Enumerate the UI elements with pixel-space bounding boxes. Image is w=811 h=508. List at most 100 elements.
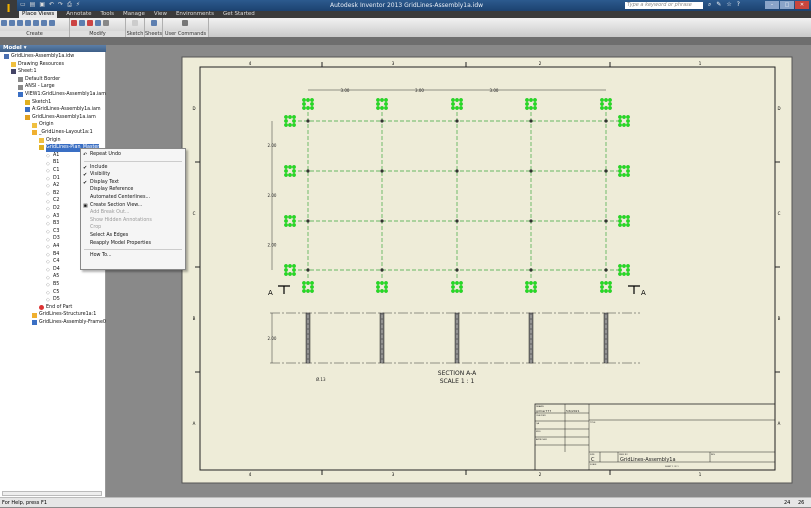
help-search-input[interactable]: Type a keyword or phrase (625, 2, 703, 9)
grid-bubble (455, 106, 459, 110)
tree-item[interactable]: ◇B4 (46, 251, 59, 259)
menu-item-select-as-edges[interactable]: Select As Edges (81, 232, 185, 240)
tree-item[interactable]: GridLines-Plan_Master (39, 144, 100, 152)
point-icon: ◇ (46, 183, 50, 190)
part-icon (32, 130, 37, 136)
tree-item[interactable]: VIEW1:GridLines-Assembly1a.iam (18, 91, 106, 99)
grid-bubble (451, 106, 455, 110)
tree-item[interactable]: ◇D5 (46, 296, 60, 304)
tree-item[interactable]: ◇D2 (46, 205, 60, 213)
menu-item-how-to[interactable]: How To... (81, 252, 185, 260)
tab-view[interactable]: View (153, 11, 167, 17)
tools-icon[interactable]: ✎ (716, 1, 722, 8)
tree-item[interactable]: ◇C1 (46, 167, 59, 175)
border-icon (18, 77, 23, 83)
tree-item[interactable]: GridLines-Assembly-Frame00 (32, 319, 109, 327)
save-icon[interactable]: ▣ (39, 1, 46, 8)
tree-item[interactable]: ◇C3 (46, 228, 59, 236)
new-icon[interactable]: ▭ (20, 1, 26, 8)
tree-item[interactable]: ◇A2 (46, 182, 59, 190)
grid-bubble (292, 115, 296, 119)
tab-tools[interactable]: Tools (100, 11, 115, 17)
tree-item[interactable]: ◇C5 (46, 289, 59, 297)
redo-icon[interactable]: ↷ (58, 1, 64, 8)
update-icon[interactable]: ⚡ (75, 1, 81, 8)
grid-intersection-point (604, 219, 608, 223)
tree-item[interactable]: ◇B2 (46, 190, 59, 198)
tree-item[interactable]: ◇A1 (46, 152, 59, 160)
open-icon[interactable]: ▤ (29, 1, 36, 8)
point-icon: ◇ (46, 229, 50, 236)
grid-bubble (306, 281, 310, 285)
tab-manage[interactable]: Manage (123, 11, 145, 17)
tree-item[interactable]: End of Part (39, 304, 72, 312)
help-icon[interactable]: ? (736, 1, 740, 8)
menu-item-automated-centerlines[interactable]: Automated Centerlines... (81, 194, 185, 202)
tree-item[interactable]: Sketch1 (25, 99, 51, 107)
tree-item[interactable]: ◇C4 (46, 258, 59, 266)
grid-intersection-point (529, 268, 533, 272)
tree-item[interactable]: ◇A3 (46, 213, 59, 221)
menu-item-repeat-undo[interactable]: ↶Repeat Undo (81, 151, 185, 159)
grid-bubble (376, 102, 380, 106)
tab-place-views[interactable]: Place Views (19, 11, 58, 18)
menu-item-add-break-out[interactable]: Add Break Out... (81, 209, 185, 217)
tree-item[interactable]: Origin (32, 121, 54, 129)
menu-item-reapply-model-properties[interactable]: Reapply Model Properties (81, 240, 185, 248)
menu-item-show-hidden-annotations[interactable]: Show Hidden Annotations (81, 217, 185, 225)
tree-item[interactable]: GridLines-Structure1a:1 (32, 311, 96, 319)
binoculars-icon[interactable]: ⌕ (708, 1, 712, 8)
tree-item[interactable]: A:GridLines-Assembly1a.iam (25, 106, 101, 114)
print-icon[interactable]: ⎙ (67, 1, 72, 8)
drawn-by: gdmsr777 (536, 409, 551, 413)
tree-item[interactable]: _GridLines-Layout1a:1 (32, 129, 93, 137)
tree-item[interactable]: ◇D3 (46, 235, 60, 243)
tree-item[interactable]: ◇D1 (46, 175, 60, 183)
menu-item-crop[interactable]: Crop (81, 224, 185, 232)
tree-item[interactable]: Sheet:1 (11, 68, 37, 76)
minimize-button[interactable]: – (765, 1, 779, 9)
grid-bubble (608, 106, 612, 110)
tree-item[interactable]: Origin (39, 137, 61, 145)
tree-item[interactable]: ◇B5 (46, 281, 59, 289)
view-icon (18, 92, 23, 98)
grid-bubble (608, 285, 612, 289)
tree-item[interactable]: ◇C2 (46, 197, 59, 205)
tab-get-started[interactable]: Get Started (222, 11, 255, 17)
menu-item-include[interactable]: ✔Include (81, 164, 185, 172)
grid-bubble (626, 268, 630, 272)
horizontal-scrollbar[interactable] (2, 491, 102, 496)
tree-item[interactable]: Default Border (18, 76, 60, 84)
qa-label: QA (536, 422, 540, 425)
menu-item-display-reference[interactable]: Display Reference (81, 186, 185, 194)
application-menu-button[interactable]: I (0, 0, 17, 18)
tree-item[interactable]: ANSI - Large (18, 83, 55, 91)
panel-label-user-commands: User Commands (163, 31, 208, 37)
maximize-button[interactable]: □ (780, 1, 794, 9)
tree-item[interactable]: ◇A5 (46, 273, 59, 281)
tree-item[interactable]: ◇B1 (46, 159, 59, 167)
browser-header[interactable]: Model ▾ (0, 45, 106, 52)
tree-item[interactable]: ◇D4 (46, 266, 60, 274)
tab-annotate[interactable]: Annotate (66, 11, 92, 17)
grid-bubble (533, 285, 537, 289)
grid-bubble (459, 106, 463, 110)
menu-item-label: Repeat Undo (90, 152, 121, 157)
tree-item[interactable]: GridLines-Assembly1a.idw (4, 53, 74, 61)
menu-item-display-text[interactable]: ✔Display Text (81, 179, 185, 187)
tab-environments[interactable]: Environments (175, 11, 214, 17)
undo-icon[interactable]: ↶ (49, 1, 55, 8)
close-button[interactable]: ✕ (795, 1, 809, 9)
tree-item[interactable]: GridLines-Assembly1a.iam (25, 114, 96, 122)
tree-item-label: D4 (53, 266, 60, 272)
sheet-border (199, 66, 776, 471)
grid-bubble (618, 119, 622, 123)
star-icon[interactable]: ☆ (726, 1, 732, 8)
menu-item-create-section-view[interactable]: ▣Create Section View... (81, 202, 185, 210)
tree-item[interactable]: Drawing Resources (11, 61, 64, 69)
tree-item[interactable]: ◇B3 (46, 220, 59, 228)
menu-item-visibility[interactable]: ✔Visibility (81, 171, 185, 179)
tree-item[interactable]: ◇A4 (46, 243, 59, 251)
grid-bubble (384, 98, 388, 102)
